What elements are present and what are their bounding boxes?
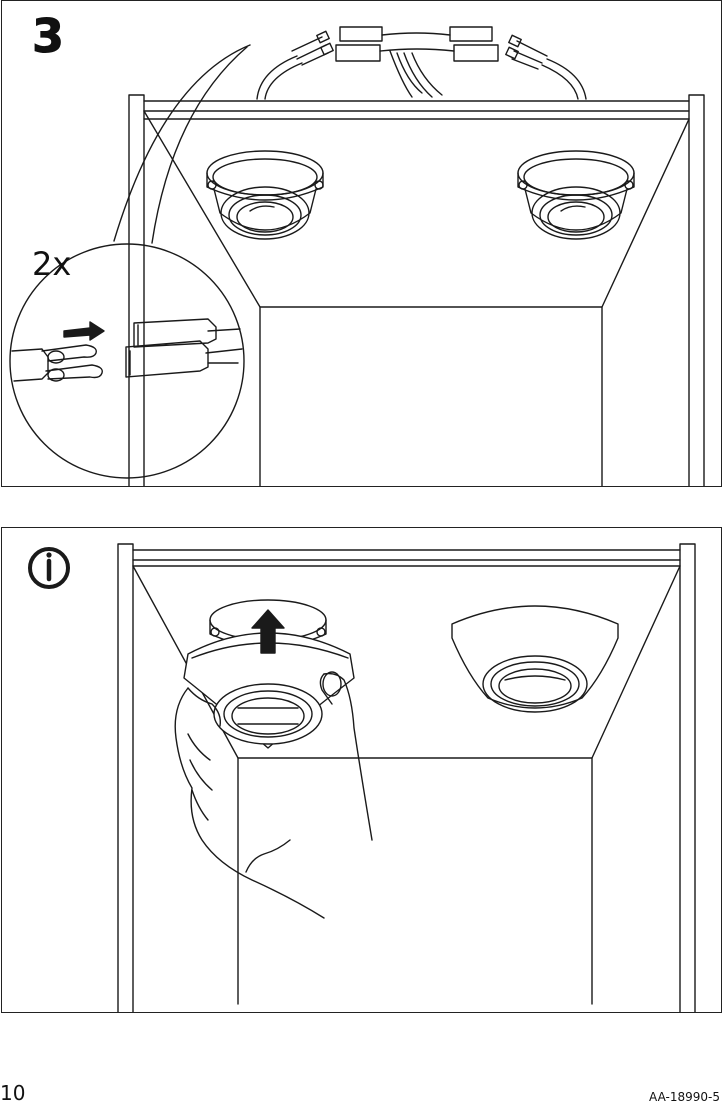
cable-right (506, 35, 586, 99)
info-panel (1, 527, 722, 1013)
quantity-label: 2x (32, 245, 71, 283)
cabinet-frame (129, 95, 704, 487)
info-icon (30, 549, 68, 587)
spotlight-left (207, 151, 323, 239)
lamp-cover-right (452, 606, 618, 712)
callout-line (152, 47, 247, 243)
cover-removal-illustration (2, 528, 722, 1013)
page-number: 10 (0, 1081, 25, 1105)
step-number: 3 (32, 9, 63, 63)
cabinet-frame (118, 544, 695, 1013)
document-code: AA-18990-5 (649, 1090, 720, 1104)
spotlight-right (518, 151, 634, 239)
cabinet-wiring-illustration (2, 1, 722, 487)
cable-left (257, 31, 333, 99)
connector-block (336, 27, 498, 97)
step-panel: 3 2x (1, 0, 722, 487)
